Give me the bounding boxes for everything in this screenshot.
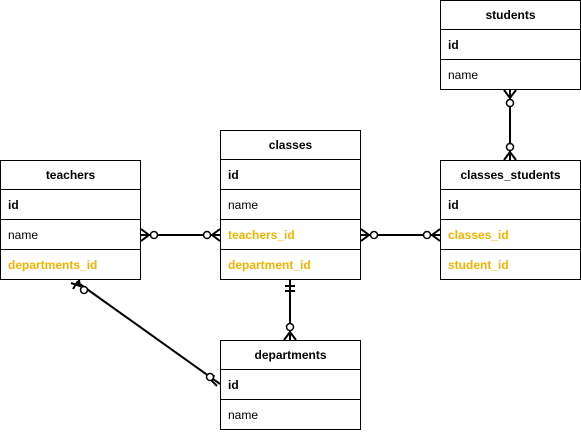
- entity-teachers-title: teachers: [1, 161, 140, 190]
- relation-classes-classes-students[interactable]: [360, 228, 441, 242]
- relation-students-classes-students[interactable]: [503, 89, 517, 161]
- crowfoot-students-end: [503, 89, 517, 100]
- entity-students-field-name: name: [448, 68, 479, 82]
- zero-mark-departments-end: [285, 322, 295, 332]
- entity-departments-field-name: name: [228, 408, 259, 422]
- entity-departments[interactable]: departments id name: [220, 340, 361, 430]
- crowfoot-teachers-end: [140, 228, 151, 242]
- entity-classes-students-field-student-id: student_id: [448, 258, 509, 272]
- zero-mark-students-end: [505, 98, 515, 108]
- zero-mark-departments-end: [205, 372, 215, 382]
- entity-departments-field-id: id: [221, 370, 360, 400]
- entity-classes-students-field-classes-id: classes_id: [441, 220, 580, 250]
- entity-teachers-field-id: id: [1, 190, 140, 220]
- entity-classes-students[interactable]: classes_students id classes_id student_i…: [440, 160, 581, 280]
- entity-students-title: students: [441, 1, 580, 30]
- entity-teachers-field-name: name: [1, 220, 140, 250]
- entity-teachers[interactable]: teachers id name departments_id: [0, 160, 141, 280]
- entity-classes-students-title: classes_students: [441, 161, 580, 190]
- entity-classes-field-teachers-id: teachers_id: [221, 220, 360, 250]
- entity-classes-title: classes: [221, 131, 360, 160]
- zero-mark-teachers-end: [149, 230, 159, 240]
- relation-classes-departments[interactable]: [283, 280, 297, 341]
- entity-classes-field-department-id: department_id: [228, 258, 311, 272]
- entity-classes[interactable]: classes id name teachers_id department_i…: [220, 130, 361, 280]
- one-bar-teachers-end: [72, 280, 79, 290]
- entity-classes-students-field-id: id: [441, 190, 580, 220]
- crowfoot-departments-end: [283, 330, 297, 341]
- zero-mark-classes-students-end: [422, 230, 432, 240]
- entity-students[interactable]: students id name: [440, 0, 581, 90]
- entity-students-field-id: id: [441, 30, 580, 60]
- relation-teachers-classes[interactable]: [140, 228, 221, 242]
- crowfoot-classes-students-end: [503, 150, 517, 161]
- crowfoot-classes-end: [360, 228, 371, 242]
- zero-mark-classes-students-end: [505, 142, 515, 152]
- relation-teachers-departments[interactable]: [70, 279, 221, 387]
- entity-classes-field-id: id: [221, 160, 360, 190]
- crowfoot-classes-students-end: [430, 228, 441, 242]
- entity-teachers-field-departments-id: departments_id: [8, 258, 98, 272]
- crowfoot-teachers-end: [70, 279, 82, 288]
- entity-departments-title: departments: [221, 341, 360, 370]
- zero-mark-classes-end: [369, 230, 379, 240]
- entity-classes-field-name: name: [221, 190, 360, 220]
- zero-mark-teachers-end: [79, 285, 89, 295]
- crowfoot-classes-end: [210, 228, 221, 242]
- zero-mark-classes-end: [202, 230, 212, 240]
